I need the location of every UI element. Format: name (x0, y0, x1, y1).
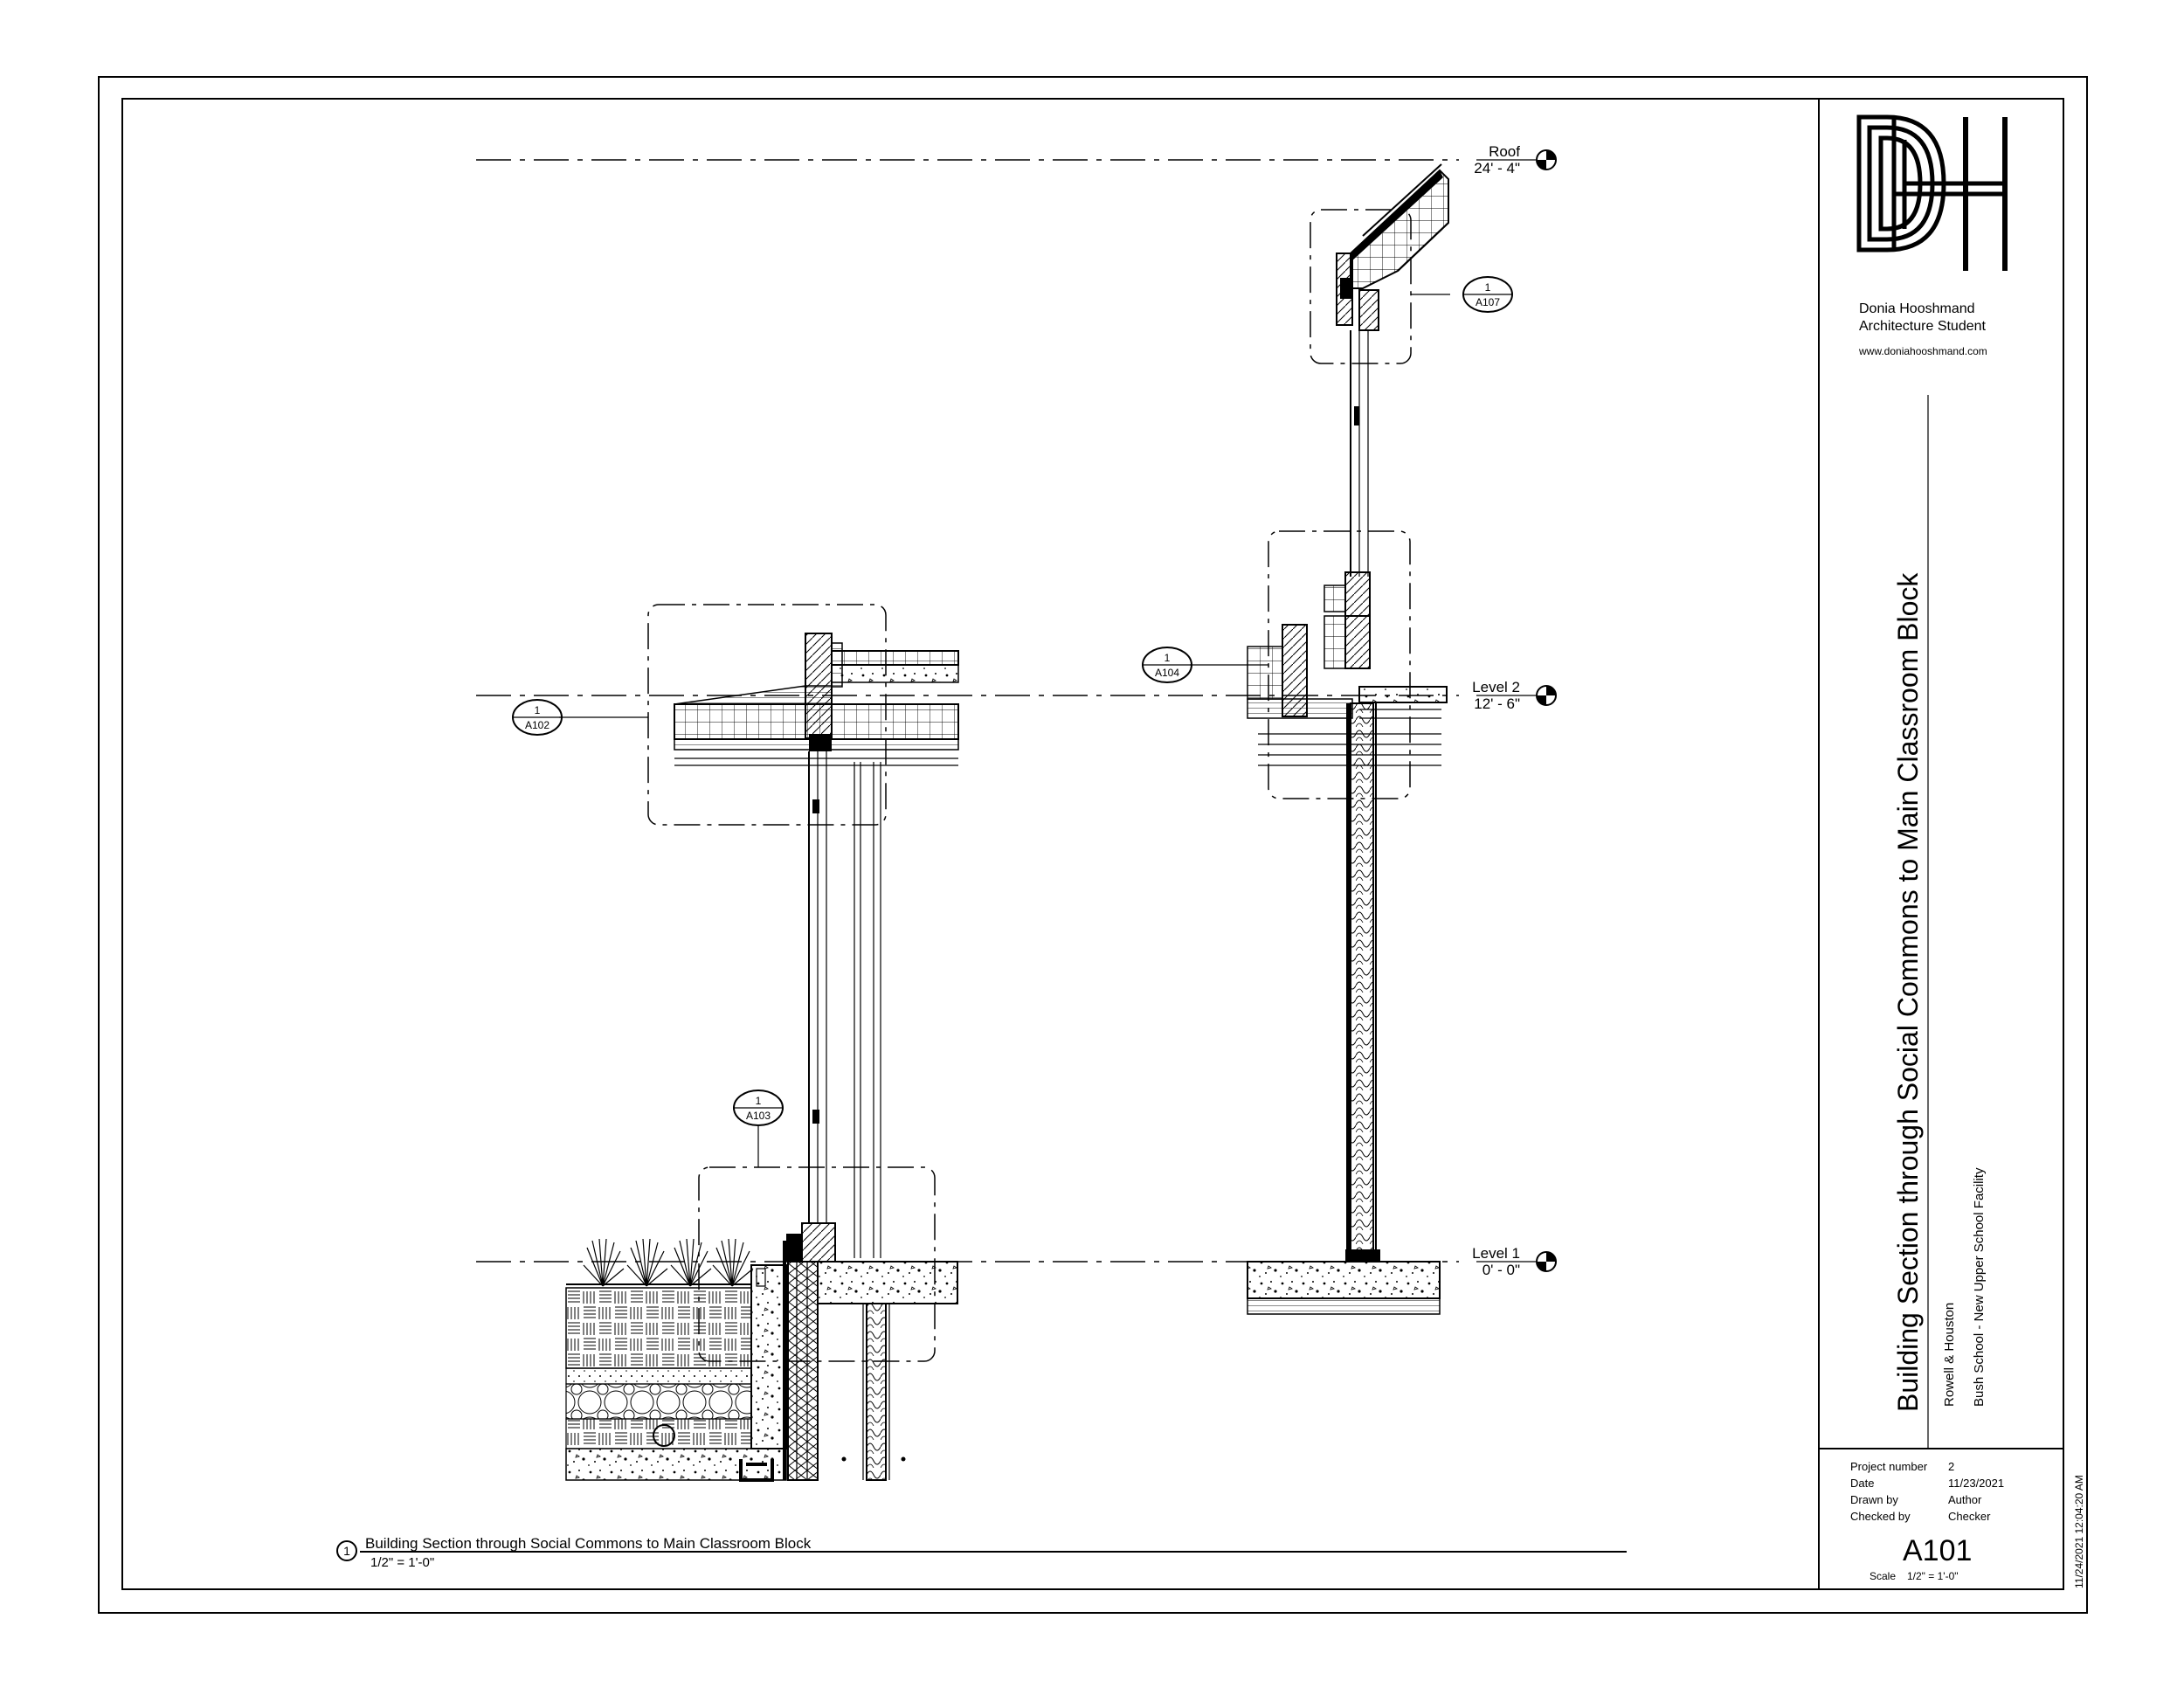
right-wall-section (1247, 163, 1449, 1315)
callout-sheet: A102 (525, 719, 549, 731)
field-value: Checker (1948, 1510, 1991, 1523)
detail-boundary-a103 (698, 1166, 936, 1362)
detail-boundary-a107 (1310, 209, 1412, 364)
scale-value: 1/2" = 1'-0" (1907, 1570, 1959, 1582)
view-name: Building Section through Social Commons … (365, 1535, 812, 1552)
callout-number: 1 (1485, 281, 1491, 294)
website-link: www.doniahooshmand.com (1858, 345, 1987, 357)
level-marker-level-1 (1536, 1251, 1557, 1272)
level-name: Level 1 (1472, 1245, 1520, 1262)
level-name: Level 2 (1472, 679, 1520, 695)
dh-logo (1856, 114, 2008, 271)
sheet-number: A101 (1903, 1534, 1972, 1567)
title-block-fields: Project number 2 Date 11/23/2021 Drawn b… (1850, 1460, 2004, 1523)
scale-label: Scale (1870, 1570, 1896, 1582)
callout-tag-a104[interactable]: 1 A104 (1142, 647, 1192, 683)
callout-number: 1 (1165, 652, 1171, 664)
callout-number: 1 (535, 704, 541, 716)
callout-tag-a107[interactable]: 1 A107 (1462, 276, 1513, 313)
callout-sheet: A103 (746, 1110, 771, 1122)
view-scale: 1/2" = 1'-0" (370, 1555, 434, 1570)
callout-tag-a103[interactable]: 1 A103 (733, 1090, 784, 1126)
view-title: 1 Building Section through Social Common… (336, 1535, 1627, 1570)
planter-plants (583, 1238, 754, 1287)
detail-boundary-a102 (647, 604, 887, 826)
field-label: Checked by (1850, 1510, 1911, 1523)
callout-sheet: A107 (1476, 296, 1500, 308)
view-number: 1 (343, 1544, 350, 1558)
field-value: Author (1948, 1493, 1982, 1506)
inner-border (121, 98, 2064, 1590)
author-name: Donia Hooshmand (1859, 301, 1975, 316)
callout-tag-a102[interactable]: 1 A102 (512, 699, 563, 736)
level-elevation: 0' - 0" (1482, 1262, 1520, 1278)
field-label: Date (1850, 1477, 1874, 1490)
author-role: Architecture Student (1859, 319, 1987, 334)
project-name: Bush School - New Upper School Facility (1972, 1167, 1987, 1407)
callout-number: 1 (756, 1095, 762, 1107)
field-label: Project number (1850, 1460, 1928, 1473)
level-elevation: 24' - 4" (1474, 160, 1520, 176)
level-elevation: 12' - 6" (1474, 695, 1520, 712)
print-stamp: 11/24/2021 12:04:20 AM (2073, 1475, 2085, 1588)
level-name: Roof (1489, 143, 1520, 160)
field-label: Drawn by (1850, 1493, 1898, 1506)
field-value: 2 (1948, 1460, 1954, 1473)
client-name: Rowell & Houston (1942, 1303, 1957, 1407)
sheet-title: Building Section through Social Commons … (1892, 572, 1924, 1412)
level-marker-level-2 (1536, 685, 1557, 706)
outer-border (98, 76, 2088, 1614)
callout-sheet: A104 (1155, 667, 1179, 679)
left-wall-section (565, 633, 959, 1482)
level-marker-roof (1536, 149, 1557, 170)
field-value: 11/23/2021 (1948, 1477, 2004, 1490)
view-number-circle (336, 1540, 357, 1561)
